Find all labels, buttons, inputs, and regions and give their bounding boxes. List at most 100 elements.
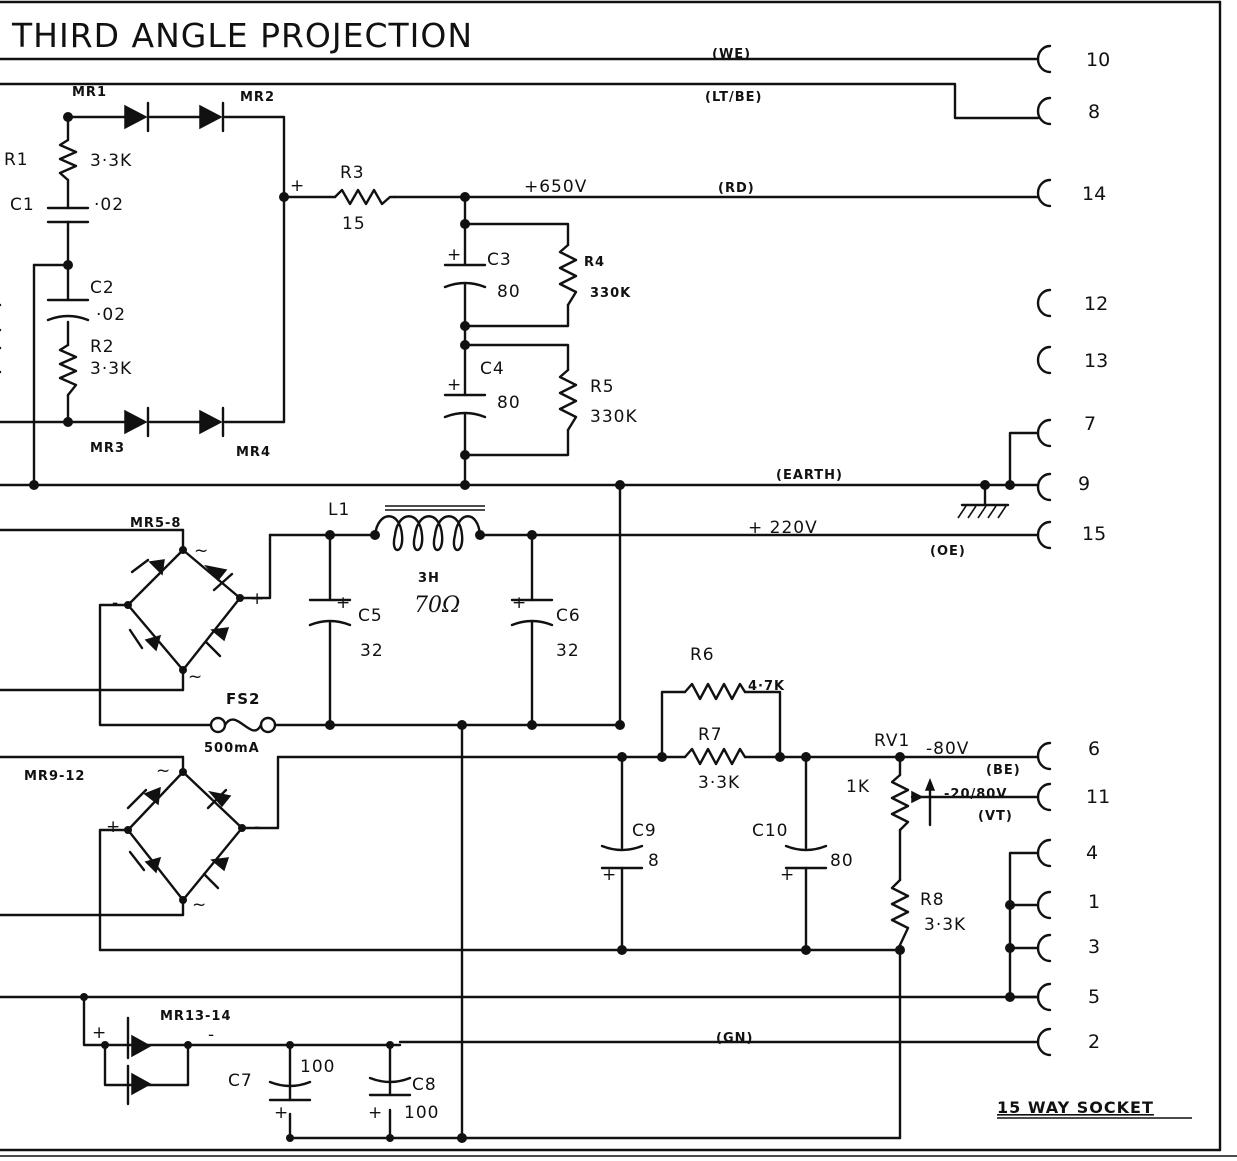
resistor-r1 (58, 138, 78, 182)
junction-dot (460, 450, 470, 460)
junction-dot (286, 1134, 294, 1142)
r8-label: R8 (920, 890, 945, 910)
r5-value: 330K (590, 407, 638, 427)
c2-label: C2 (90, 278, 115, 298)
c4-plus: + (447, 375, 462, 395)
resistor-r4 (558, 243, 578, 307)
junction-dot (1005, 480, 1015, 490)
doubler-section (0, 115, 1012, 487)
mr9-plus: + (106, 817, 121, 837)
pin-number-3: 3 (1088, 936, 1100, 958)
r4-value: 330K (590, 286, 631, 301)
c8-value: 100 (404, 1103, 439, 1123)
c10-plus: + (780, 865, 795, 885)
junction-dot (615, 480, 625, 490)
pin-number-14: 14 (1082, 183, 1106, 205)
junction-dot (124, 826, 132, 834)
r8-value: 3·3K (924, 915, 966, 935)
mr13-plus: + (92, 1023, 107, 1043)
junction-dot (386, 1134, 394, 1142)
junction-dot (80, 993, 88, 1001)
r7-value: 3·3K (698, 773, 740, 793)
junction-dot (63, 260, 73, 270)
resistor-r7 (683, 747, 747, 766)
c9-label: C9 (632, 821, 657, 841)
wire-lt-be-label: (LT/BE) (705, 90, 762, 105)
socket-pin-2 (1036, 1027, 1052, 1057)
mr5-minus: - (112, 593, 119, 613)
mr5-plus: + (250, 589, 265, 609)
junction-dot (236, 594, 244, 602)
junction-dot (527, 720, 537, 730)
bias-rail-label: -20/80V (944, 787, 1007, 802)
filter-section-hv (463, 195, 570, 487)
c5-plus: + (336, 593, 351, 613)
diode-mr1 (124, 101, 150, 133)
neg-rail-label: -80V (926, 739, 969, 759)
ground-spine (288, 723, 902, 1140)
junction-dot (617, 752, 627, 762)
pin-number-11: 11 (1086, 786, 1110, 808)
junction-dot (325, 720, 335, 730)
r6-label: R6 (690, 645, 715, 665)
junction-dot (801, 945, 811, 955)
diode-mr3 (124, 406, 150, 438)
junction-dot (775, 752, 785, 762)
fs2-value: 500mA (204, 741, 260, 756)
pin-number-5: 5 (1088, 986, 1100, 1008)
capacitor-c2 (46, 298, 90, 322)
c6-value: 32 (556, 641, 580, 661)
c3-label: C3 (487, 250, 512, 270)
capacitor-c1 (46, 206, 90, 232)
c2-value: ·02 (96, 305, 126, 325)
c3-plus: + (447, 245, 462, 265)
junction-dot (895, 752, 905, 762)
junction-dot (101, 1041, 109, 1049)
junction-dot (457, 1133, 467, 1143)
c1-label: C1 (10, 195, 35, 215)
junction-dot (238, 824, 246, 832)
c9-plus: + (602, 865, 617, 885)
socket-pin-6 (1036, 741, 1052, 771)
mr5-8-label: MR5-8 (130, 516, 181, 531)
potentiometer-rv1 (890, 773, 910, 832)
earth-wiring (618, 431, 1040, 727)
socket-pin-7 (1036, 418, 1052, 448)
c9-value: 8 (648, 851, 660, 871)
doubler-plus-label: + (290, 176, 305, 196)
mr13-minus: - (208, 1025, 215, 1045)
junction-dot (279, 192, 289, 202)
mr1-label: MR1 (72, 85, 107, 100)
pin-number-12: 12 (1084, 293, 1108, 315)
mr13-14-section (82, 995, 412, 1140)
junction-dot (1005, 992, 1015, 1002)
c1-value: ·02 (94, 195, 124, 215)
mid-rail-wiring (0, 528, 1040, 727)
socket-pin-4 (1036, 838, 1052, 868)
c8-label: C8 (412, 1075, 437, 1095)
socket-pin-12 (1036, 288, 1052, 318)
c10-value: 80 (830, 851, 854, 871)
pin-number-9: 9 (1078, 473, 1090, 495)
r2-label: R2 (90, 337, 115, 357)
neg-rail-wiring (0, 690, 1040, 1140)
socket-pin-10 (1036, 44, 1052, 74)
c6-label: C6 (556, 606, 581, 626)
resistor-r2 (58, 343, 78, 397)
pin-number-10: 10 (1086, 49, 1110, 71)
resistor-r3 (333, 188, 397, 206)
junction-dot (179, 896, 187, 904)
junction-dot (460, 340, 470, 350)
c10-label: C10 (752, 821, 789, 841)
junction-dot (286, 1041, 294, 1049)
socket-pin-3 (1036, 933, 1052, 963)
l1-label: L1 (328, 500, 350, 520)
junction-dot (1005, 943, 1015, 953)
socket-pin-1 (1036, 890, 1052, 920)
pin-number-1: 1 (1088, 891, 1100, 913)
junction-dot (63, 112, 73, 122)
socket-links (0, 851, 1040, 1044)
bridge-rectifier-mr5-8 (0, 548, 242, 727)
